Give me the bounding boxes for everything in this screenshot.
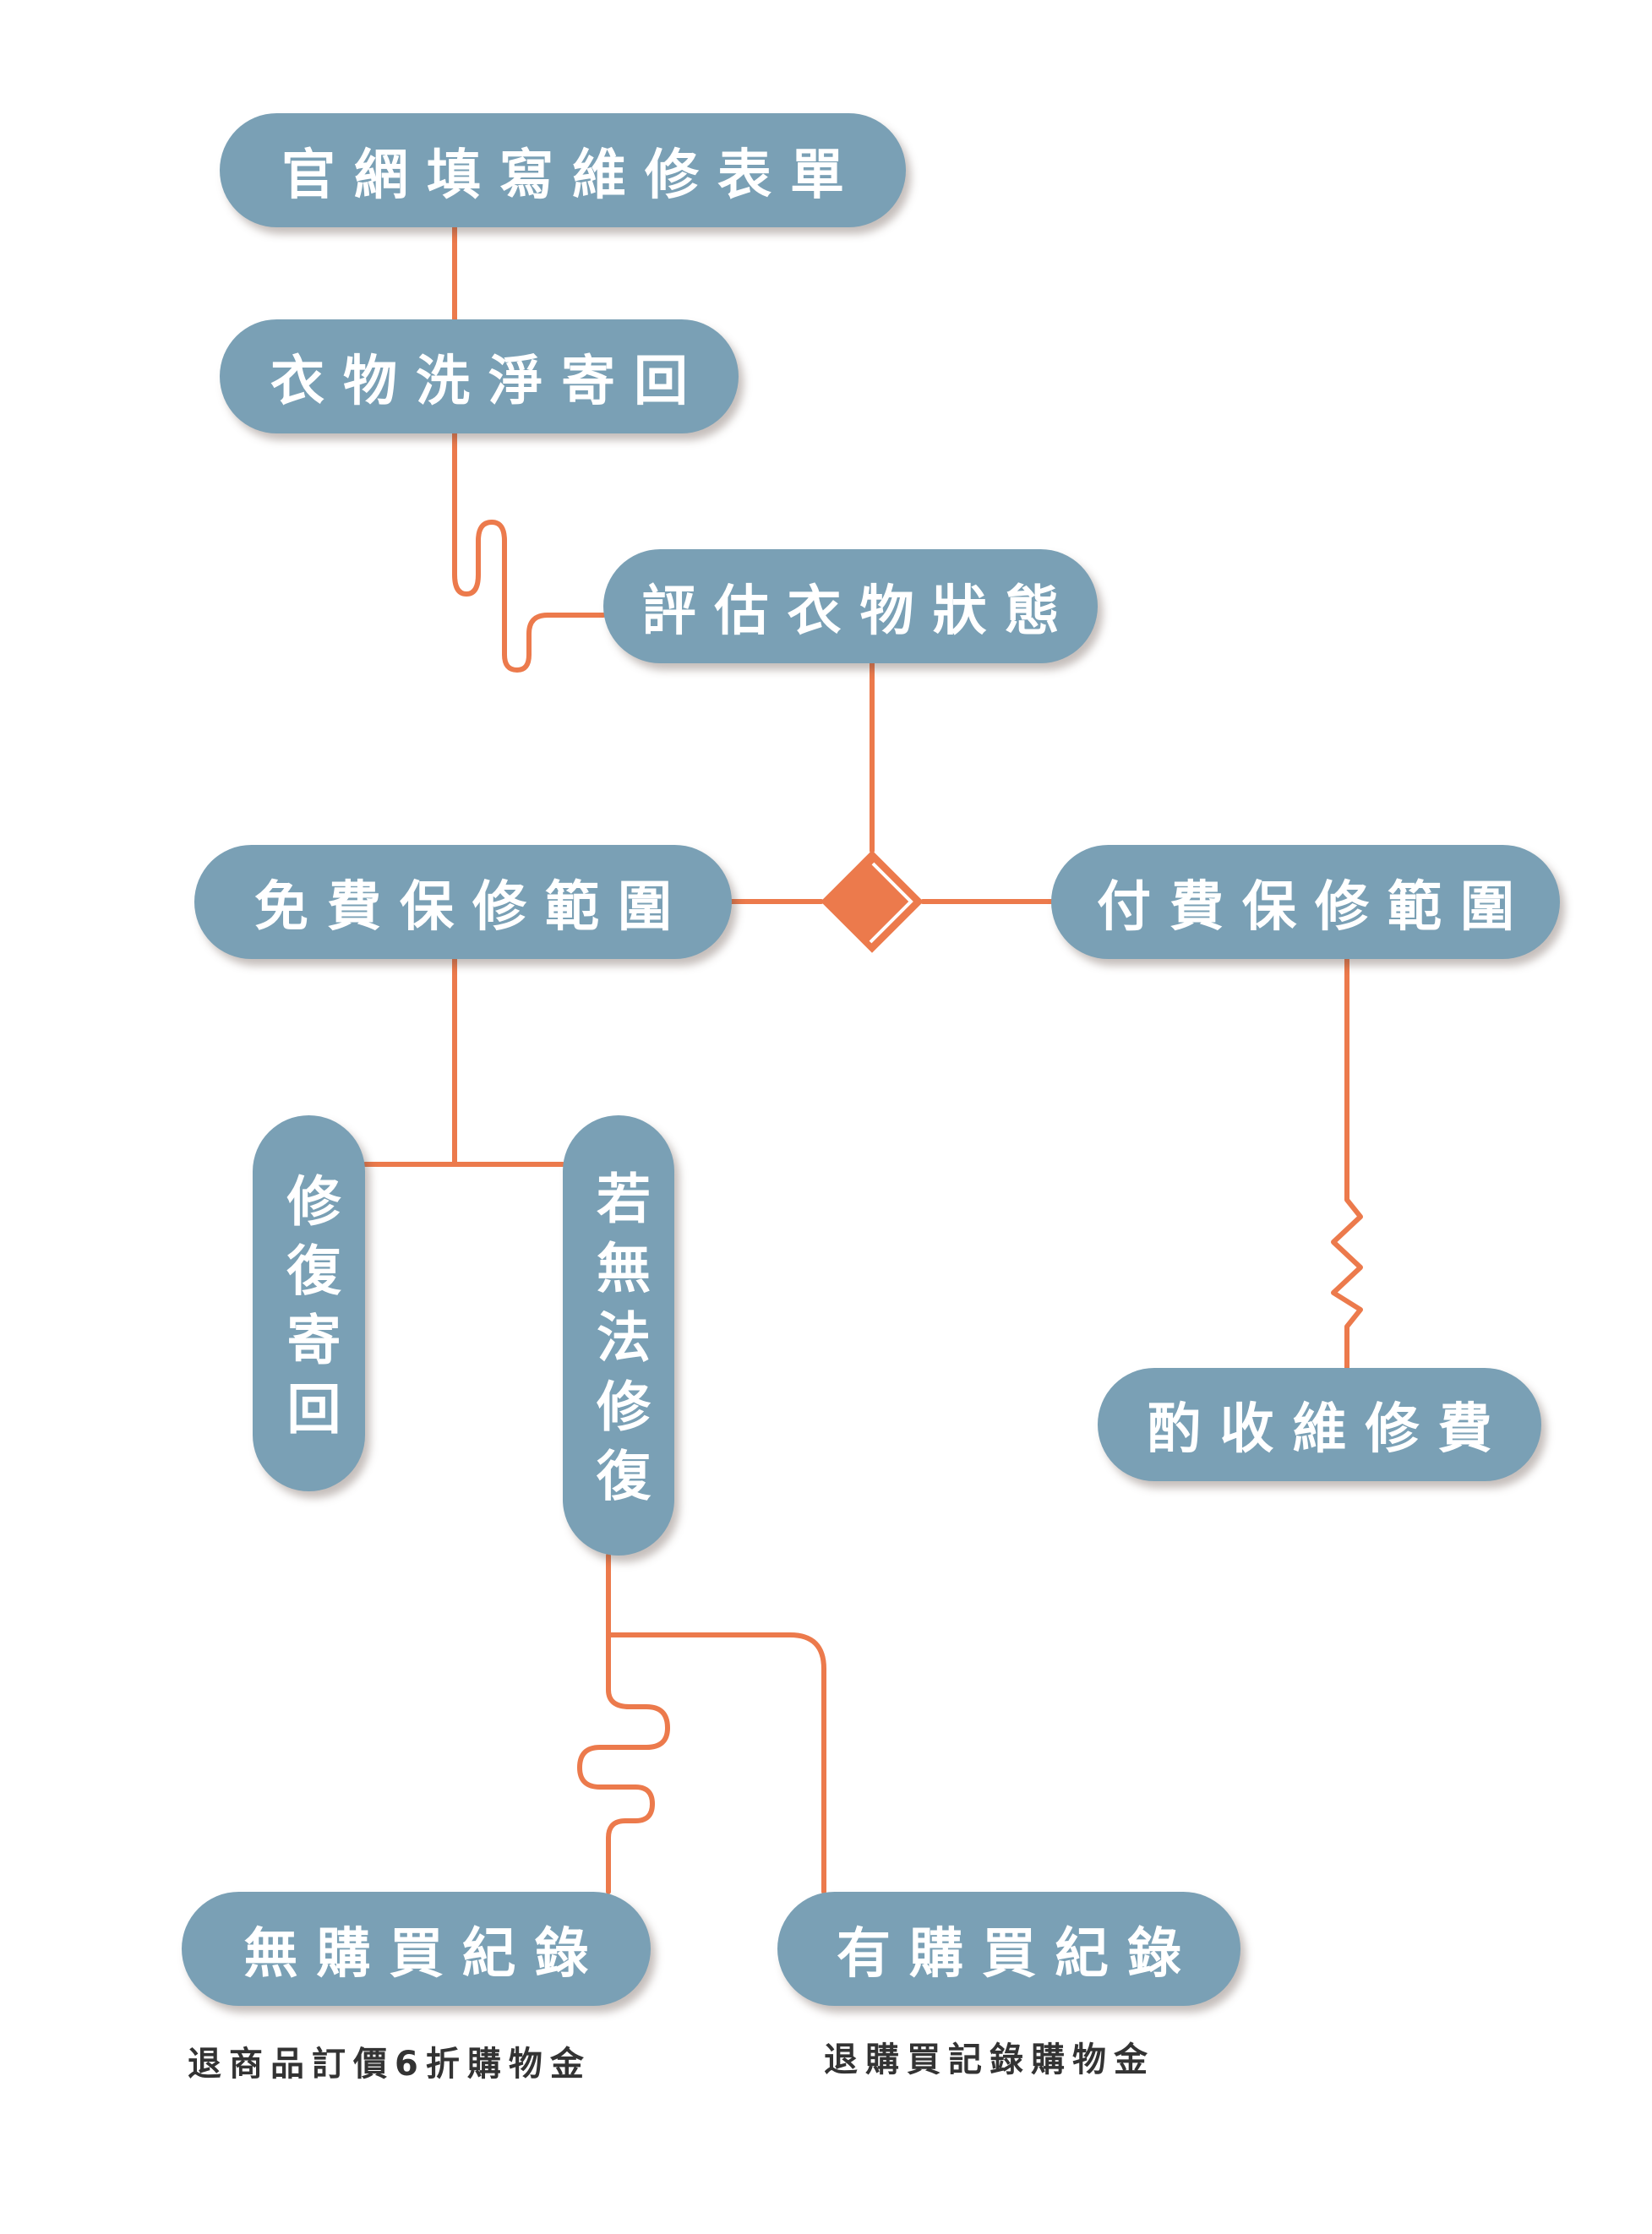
connector-wash-assess: [452, 431, 606, 673]
caption-no-record: 退商品訂價6折購物金: [188, 2045, 592, 2084]
connector-free-branch: [363, 956, 565, 1167]
node-cannot-repair: 若無法修復: [563, 1115, 674, 1556]
node-no-record: 無購買紀錄: [182, 1892, 651, 2006]
connector-paid-fee: [1331, 956, 1363, 1370]
node-free: 免費保修範圍: [194, 845, 732, 959]
node-has-record: 有購買紀錄: [777, 1892, 1240, 2006]
caption-has-record: 退購買記錄購物金: [824, 2041, 1155, 2079]
connector-cannot-norecord: [577, 1632, 670, 1894]
node-paid: 付費保修範圍: [1051, 845, 1560, 959]
decision-diamond-icon: [821, 850, 924, 953]
node-wash: 衣物洗淨寄回: [220, 319, 739, 433]
node-assess: 評估衣物狀態: [603, 549, 1098, 663]
connector-cannot-hasrecord: [606, 1553, 826, 1894]
node-form: 官網填寫維修表單: [220, 113, 906, 227]
node-fee: 酌收維修費: [1098, 1368, 1541, 1481]
node-repair-return: 修復寄回: [253, 1115, 365, 1491]
